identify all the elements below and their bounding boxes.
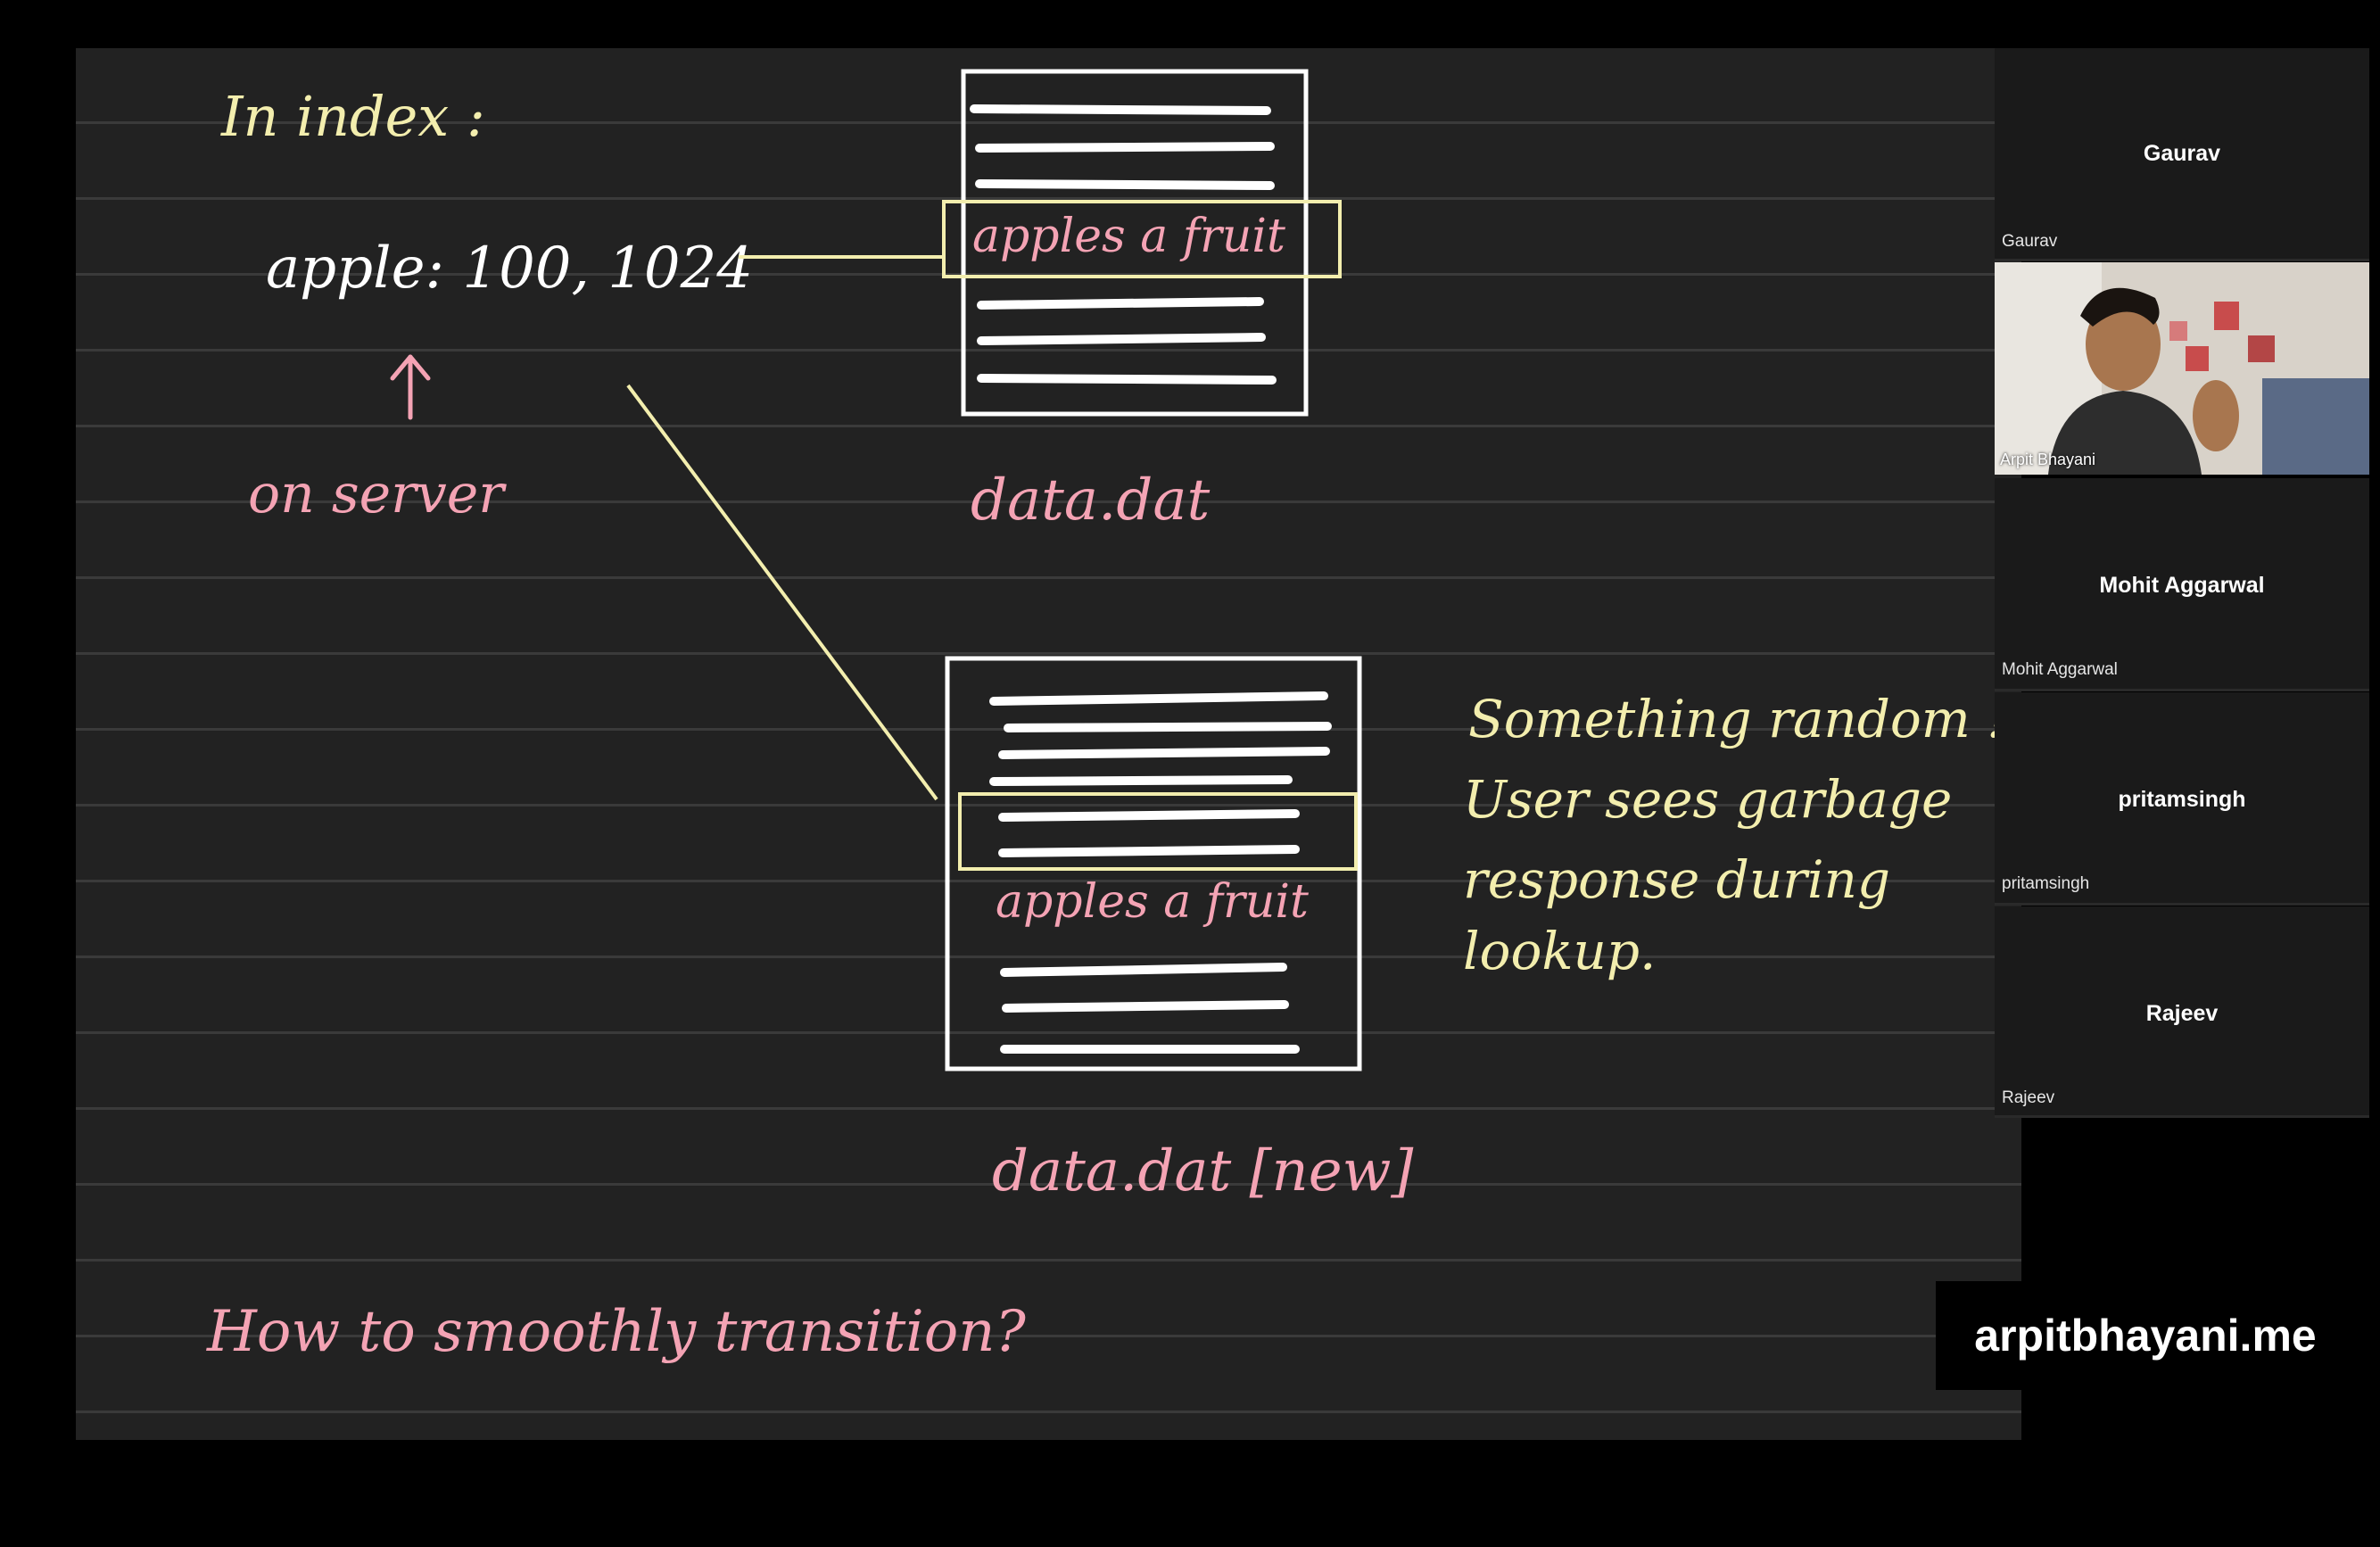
participant-name: Gaurav <box>2143 141 2221 166</box>
participant-label: Rajeev <box>2002 1088 2055 1107</box>
speaker-video-feed <box>1995 262 2369 475</box>
participant-tile-gaurav[interactable]: Gaurav Gaurav <box>1995 48 2369 261</box>
file-new-label: data.dat [new] <box>992 1138 1414 1204</box>
participant-tile-rajeev[interactable]: Rajeev Rajeev <box>1995 906 2369 1118</box>
highlight-box-old <box>942 200 1342 278</box>
whiteboard <box>76 48 2021 1440</box>
note-line-4: lookup. <box>1463 921 1656 981</box>
participant-tile-mohit[interactable]: Mohit Aggarwal Mohit Aggarwal <box>1995 478 2369 691</box>
note-line-2: User sees garbage <box>1463 769 1952 830</box>
participant-video-arpit[interactable]: Arpit Bhayani <box>1995 262 2369 475</box>
highlight-box-new <box>958 792 1358 871</box>
participant-label: pritamsingh <box>2002 874 2090 893</box>
participant-tile-pritamsingh[interactable]: pritamsingh pritamsingh <box>1995 692 2369 906</box>
participant-name: Mohit Aggarwal <box>2099 573 2265 598</box>
participant-label: Gaurav <box>2002 232 2058 251</box>
heading-in-index: In index : <box>220 84 485 149</box>
file-new-text: apples a fruit <box>996 875 1309 929</box>
participant-name: pritamsingh <box>2118 787 2246 812</box>
question-text: How to smoothly transition? <box>206 1299 1027 1365</box>
index-entry: apple: 100, 1024 <box>266 236 753 302</box>
brand-watermark: arpitbhayani.me <box>1936 1281 2355 1390</box>
file-old-highlight-text: apples a fruit <box>972 210 1285 263</box>
participant-label: Arpit Bhayani <box>2000 451 2096 468</box>
participant-panel: Gaurav Gaurav Arpit Bhayani Mohit Aggarw… <box>1995 48 2369 1118</box>
arrow-up-icon <box>390 354 431 420</box>
participant-label: Mohit Aggarwal <box>2002 660 2118 679</box>
note-line-1: Something random !! <box>1468 689 2029 749</box>
file-box-new <box>945 656 1362 1071</box>
connector-line-new <box>626 384 938 801</box>
on-server-label: on server <box>248 463 507 525</box>
note-line-3: response during <box>1463 849 1890 910</box>
file-old-label: data.dat <box>971 467 1210 534</box>
participant-name: Rajeev <box>2145 1001 2219 1026</box>
file-box-old <box>961 69 1309 417</box>
